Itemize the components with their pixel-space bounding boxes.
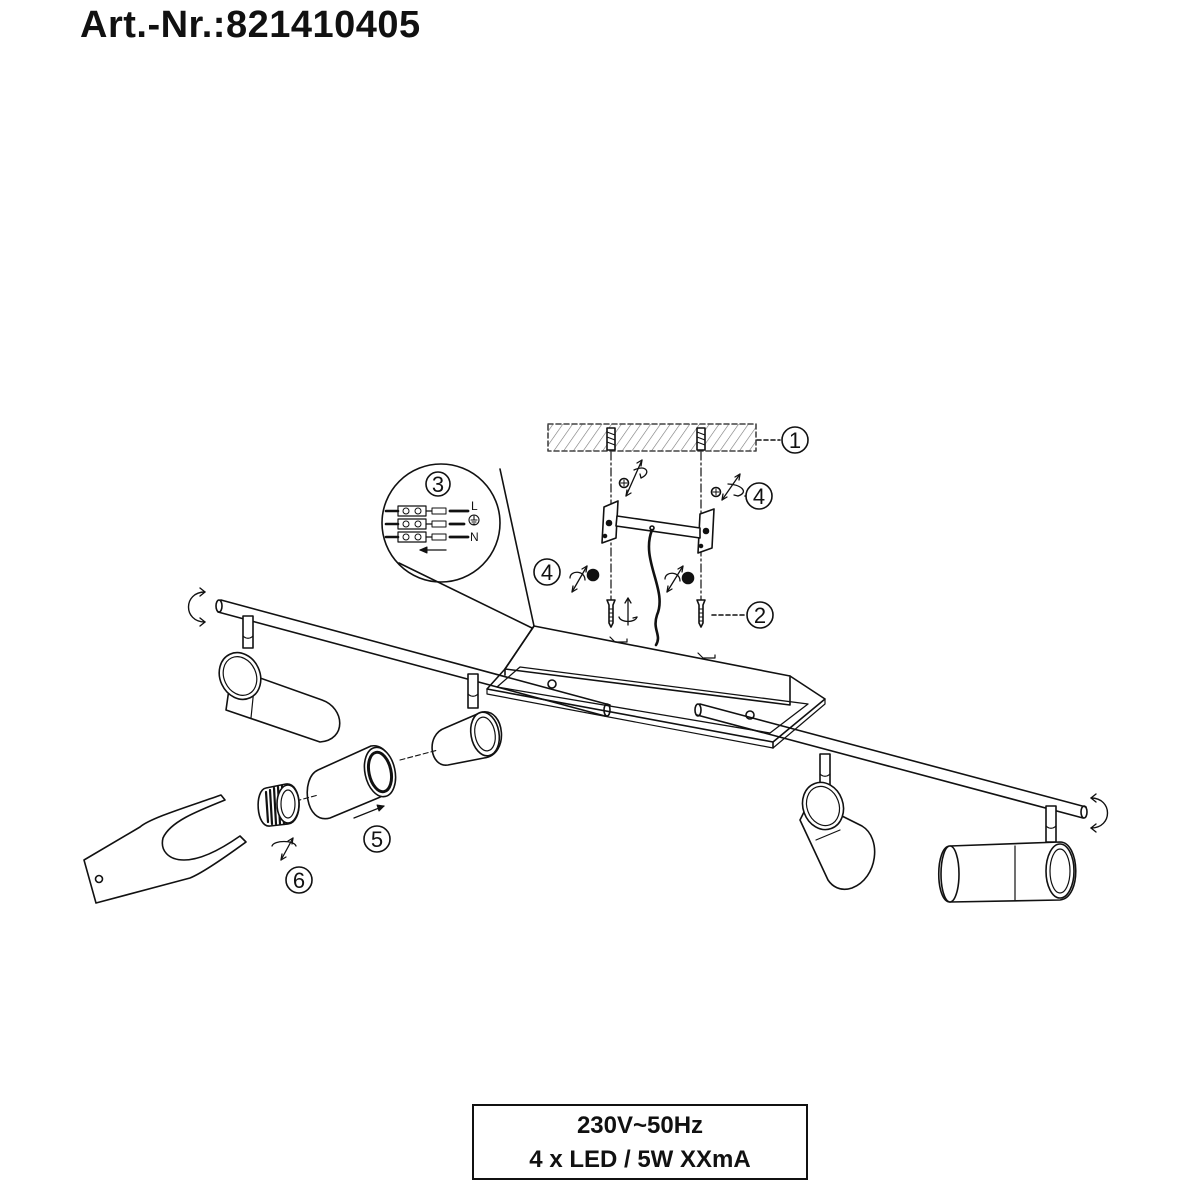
spotlight-3 [799, 753, 876, 891]
curved-double-arrow-icon [271, 837, 297, 861]
threaded-ring: 6 [257, 783, 313, 894]
curved-double-arrow-icon [625, 459, 648, 497]
terminal-detail: 3 L N [381, 463, 535, 629]
screw-icon [606, 599, 616, 628]
curved-double-arrow-icon [569, 565, 588, 593]
callout-4-right: 4 [753, 484, 765, 509]
callout-4-left: 4 [541, 560, 553, 585]
callout-3: 3 [432, 472, 444, 497]
wall-plug-icon [696, 427, 706, 451]
voltage-spec: 230V~50Hz [576, 1112, 704, 1139]
wall-plug-icon [606, 427, 616, 451]
callout-1: 1 [789, 428, 801, 453]
cap-nut-right [681, 571, 695, 585]
curved-double-arrow-icon [188, 587, 206, 627]
lamp-spec: 4 x LED / 5W XXmA [529, 1146, 751, 1173]
article-number-title: Art.-Nr.:821410405 [80, 4, 421, 46]
curved-double-arrow-icon [721, 473, 744, 501]
callout-6: 6 [293, 868, 305, 893]
mounting-bracket [601, 500, 715, 647]
spotlight-2 [399, 673, 503, 766]
canopy-plate [486, 625, 826, 749]
curved-double-arrow-icon [618, 597, 638, 626]
main-bar [215, 599, 1088, 819]
spotlight-1 [218, 615, 341, 743]
earth-ground-icon [468, 514, 480, 526]
alignment-lines [610, 451, 702, 601]
neutral-label: N [470, 530, 479, 544]
spotlight-4 [937, 805, 1077, 903]
spanner-tool [83, 794, 247, 904]
lamp-shade: 5 [295, 745, 397, 853]
electrical-spec-box: 230V~50Hz 4 x LED / 5W XXmA [472, 1104, 808, 1180]
ceiling-section: 1 [547, 423, 809, 454]
live-label: L [471, 499, 478, 513]
screw-icon [710, 486, 722, 498]
screw-icon [696, 599, 706, 628]
curved-double-arrow-icon [1090, 793, 1108, 833]
callout-5: 5 [371, 827, 383, 852]
callout-2: 2 [754, 603, 766, 628]
curved-double-arrow-icon [664, 565, 684, 593]
cap-nut-left [586, 568, 600, 582]
screw-icon [618, 477, 630, 489]
